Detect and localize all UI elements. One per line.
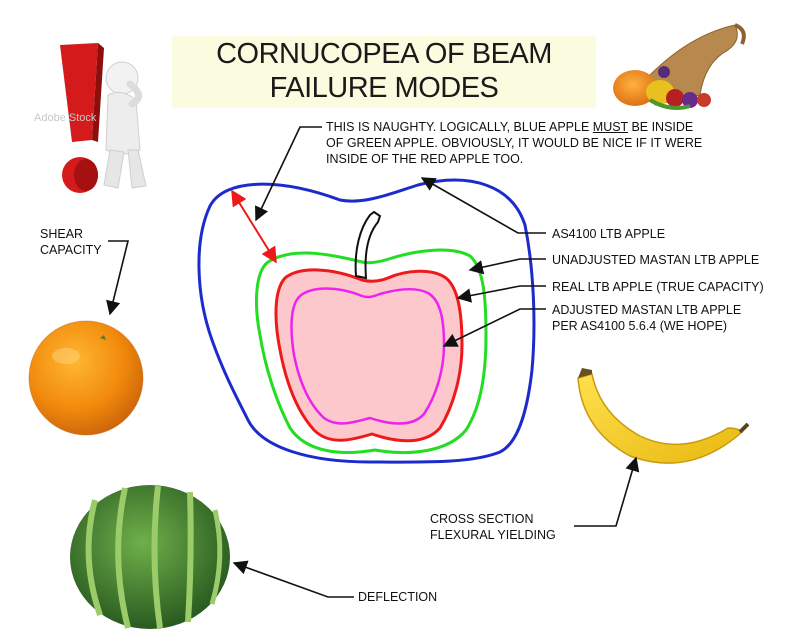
naughty-note: THIS IS NAUGHTY. LOGICALLY, BLUE APPLE M…	[326, 119, 706, 167]
green-apple-outline	[255, 248, 488, 455]
shear-label-line-1: SHEAR	[40, 227, 84, 241]
gap-double-arrow	[231, 189, 277, 264]
shear-leader	[106, 240, 130, 316]
title-line-2: FAILURE MODES	[269, 72, 499, 104]
apple-outlines	[197, 178, 536, 464]
magenta-apple-outline	[290, 287, 446, 425]
blue-apple-outline	[197, 178, 536, 464]
banana-icon	[577, 368, 750, 464]
note-leader	[255, 126, 322, 222]
red-apple-leader	[456, 285, 546, 303]
flexural-label-line-1: CROSS SECTION	[430, 512, 534, 526]
apple-stem	[354, 210, 382, 280]
magenta-apple-leader	[442, 308, 546, 347]
cornucopia-icon	[613, 23, 746, 110]
magenta-apple-label-line-1: ADJUSTED MASTAN LTB APPLE	[552, 303, 742, 317]
note-part-2: BE INSIDE OF GREEN APPLE. OBVIOUSLY, IT …	[326, 120, 703, 166]
magenta-apple-label-line-2: PER AS4100 5.6.4 (WE HOPE)	[552, 319, 728, 333]
flexural-label-line-2: FLEXURAL YIELDING	[430, 528, 556, 542]
watermark-text: Adobe Stock	[34, 112, 97, 124]
orange-icon	[28, 320, 144, 436]
title-box: CORNUCOPEA OF BEAM FAILURE MODES	[172, 36, 596, 108]
flexural-leader	[574, 456, 640, 527]
note-emphasis: MUST	[592, 120, 628, 134]
blue-apple-leader	[420, 177, 546, 234]
deflection-label: DEFLECTION	[358, 590, 438, 604]
note-part-1: THIS IS NAUGHTY. LOGICALLY, BLUE APPLE	[326, 120, 593, 134]
thinking-figure-icon	[60, 43, 147, 193]
red-apple-label: REAL LTB APPLE (TRUE CAPACITY)	[552, 280, 764, 294]
watermelon-icon	[70, 485, 230, 629]
deflection-leader	[232, 560, 354, 598]
blue-apple-label: AS4100 LTB APPLE	[552, 227, 666, 241]
green-apple-leader	[468, 258, 546, 275]
shear-label-line-2: CAPACITY	[40, 243, 102, 257]
title-line-1: CORNUCOPEA OF BEAM	[216, 38, 552, 70]
red-apple-outline	[274, 268, 464, 443]
green-apple-label: UNADJUSTED MASTAN LTB APPLE	[552, 253, 760, 267]
